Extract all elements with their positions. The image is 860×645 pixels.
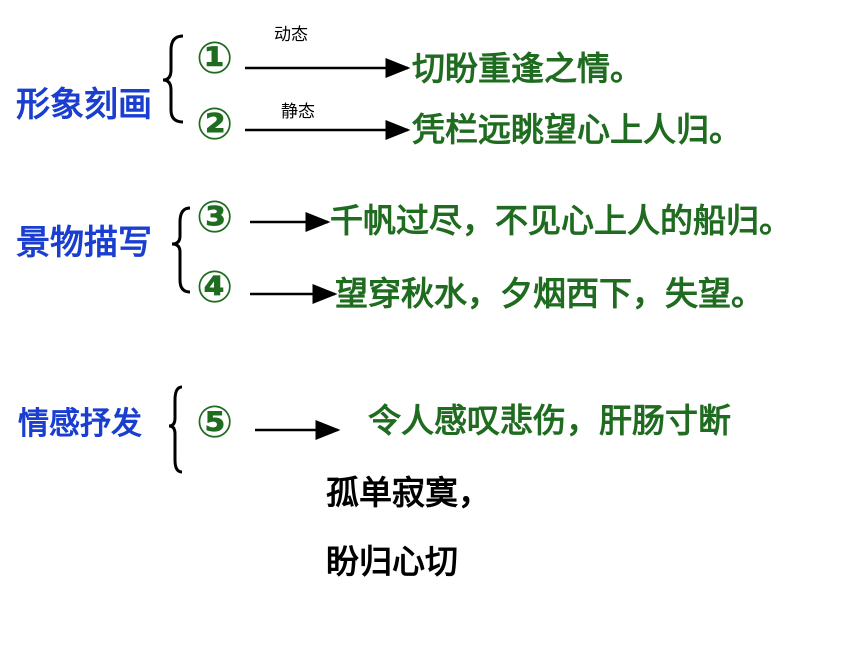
brace-2: [171, 206, 191, 294]
item-text-3: 千帆过尽，不见心上人的船归。: [330, 201, 792, 240]
brace-1: [162, 34, 184, 124]
circled-number-2: ②: [196, 99, 234, 150]
item-text-1: 切盼重逢之情。: [412, 49, 643, 88]
tag-label-2: 静态: [281, 102, 315, 122]
circled-number-4: ④: [196, 262, 234, 313]
category-label-1: 形象刻画: [16, 85, 152, 125]
circled-number-3: ③: [196, 192, 234, 243]
item-text-4: 望穿秋水，夕烟西下，失望。: [335, 274, 764, 313]
brace-3: [168, 385, 183, 474]
tag-label-1: 动态: [274, 25, 308, 45]
summary-line-2: 盼归心切: [326, 542, 458, 581]
item-text-2: 凭栏远眺望心上人归。: [412, 110, 742, 149]
summary-line-1: 孤单寂寞，: [326, 473, 491, 512]
category-label-3: 情感抒发: [18, 406, 142, 442]
circled-number-5: ⑤: [196, 397, 234, 448]
circled-number-1: ①: [196, 33, 234, 84]
item-text-5: 令人感叹悲伤，肝肠寸断: [368, 401, 731, 440]
category-label-2: 景物描写: [16, 223, 152, 263]
